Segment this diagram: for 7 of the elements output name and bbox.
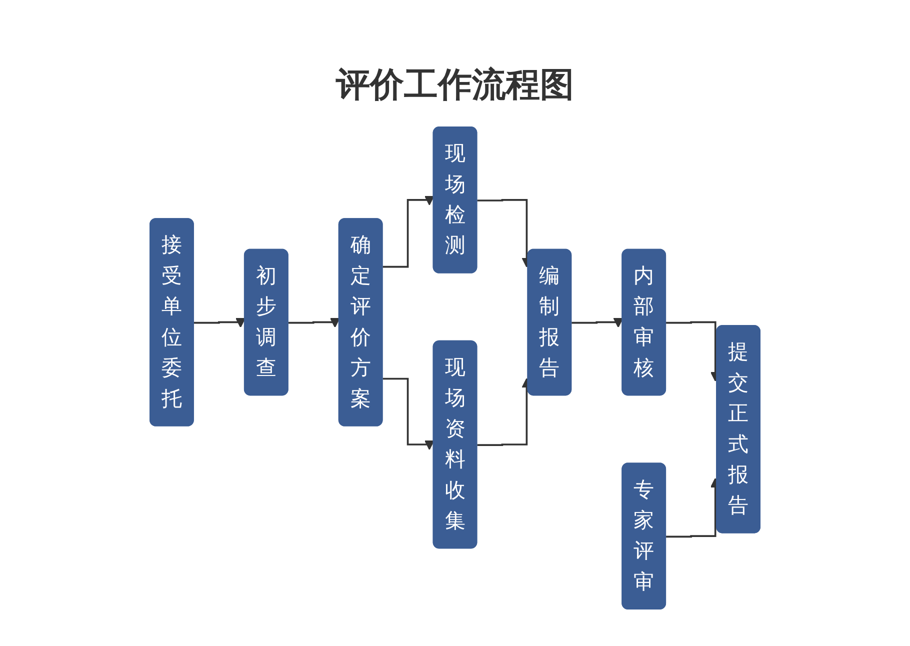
arrow <box>572 318 624 328</box>
diagram-title: 评价工作流程图 <box>334 64 575 107</box>
arrow <box>382 378 434 450</box>
arrow <box>382 195 434 268</box>
arrow <box>288 318 340 328</box>
flowchart: 接受单位委托 初步调查 确定评价方案 现场检测 现场资料收集 编制报告 内部审核 提交正式报告 专家评审 <box>15 118 895 618</box>
arrow <box>194 318 246 328</box>
